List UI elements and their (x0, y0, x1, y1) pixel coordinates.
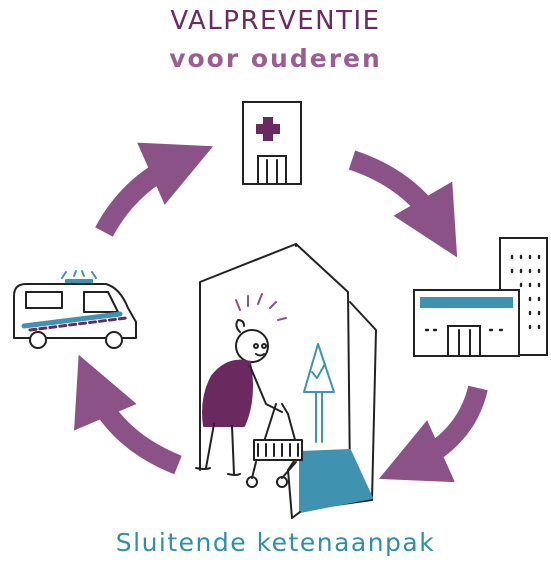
cycle-arrow-top-left (95, 142, 214, 237)
elderly-person-with-walker-icon (195, 293, 303, 488)
cycle-arrow-bottom-left (74, 354, 182, 475)
ambulance-icon (13, 270, 137, 349)
warning-sign-icon (303, 343, 335, 443)
clinic-building-icon (413, 237, 548, 357)
cycle-arrow-bottom-right (378, 385, 488, 483)
diagram-title: VALPREVENTIE (170, 6, 381, 36)
cycle-arrow-top-right (348, 150, 458, 258)
hospital-icon (242, 101, 302, 185)
diagram-subtitle: voor ouderen (169, 44, 382, 73)
diagram-footer: Sluitende ketenaanpak (115, 528, 436, 557)
home-icon (199, 243, 377, 519)
